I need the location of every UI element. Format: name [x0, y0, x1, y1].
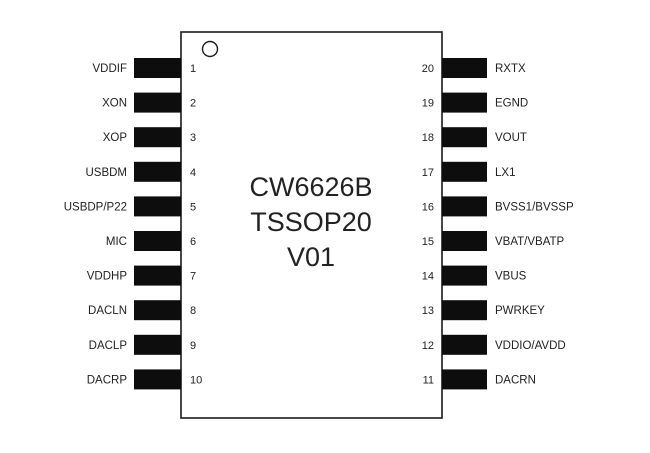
pin-label-16: BVSS1/BVSSP	[495, 201, 574, 213]
pin-lead-2	[134, 92, 181, 113]
pin-number-11: 11	[423, 374, 434, 386]
pin-label-13: PWRKEY	[495, 305, 545, 317]
chip-package: TSSOP20	[250, 207, 372, 237]
pin-lead-10	[134, 369, 181, 390]
pin1-marker-circle	[201, 40, 219, 58]
pin-lead-20	[442, 58, 487, 78]
pin-label-7: VDDHP	[87, 271, 128, 283]
pin-lead-6	[134, 231, 181, 251]
pin-label-17: LX1	[495, 167, 515, 179]
pin-lead-15	[442, 231, 487, 251]
pin-label-11: DACRN	[495, 374, 536, 386]
pin-lead-14	[442, 265, 487, 286]
pin-lead-13	[442, 300, 487, 321]
pin-lead-8	[134, 300, 181, 321]
pin-lead-19	[442, 92, 487, 113]
pin-lead-7	[134, 265, 181, 286]
pin-number-10: 10	[190, 374, 202, 386]
chip-version: V01	[287, 242, 335, 272]
pin-number-16: 16	[422, 201, 434, 213]
pin-label-8: DACLN	[88, 305, 127, 317]
pin-label-15: VBAT/VBATP	[495, 236, 565, 248]
pin-lead-3	[134, 127, 181, 148]
pin-number-14: 14	[422, 271, 434, 283]
pin-number-19: 19	[422, 98, 434, 110]
pin-number-13: 13	[422, 305, 434, 317]
pin-label-14: VBUS	[495, 271, 527, 283]
chip-body	[180, 31, 443, 419]
pin-lead-5	[134, 196, 181, 217]
pin-number-12: 12	[422, 340, 434, 352]
pin-label-20: RXTX	[495, 63, 526, 75]
pin-lead-12	[442, 334, 487, 355]
pin-label-12: VDDIO/AVDD	[495, 340, 566, 352]
pin-lead-16	[442, 196, 487, 217]
pin-label-1: VDDIF	[93, 63, 128, 75]
pin-number-9: 9	[190, 340, 196, 352]
pin-number-20: 20	[422, 63, 434, 75]
pin-label-4: USBDM	[85, 167, 127, 179]
pin-number-17: 17	[422, 167, 434, 179]
pin-number-7: 7	[190, 271, 196, 283]
pin-number-3: 3	[190, 132, 196, 144]
pin-number-8: 8	[190, 305, 196, 317]
pin-label-18: VOUT	[495, 132, 527, 144]
pin-label-2: XON	[102, 98, 127, 110]
pin-lead-4	[134, 161, 181, 182]
pin-lead-1	[134, 58, 181, 78]
pin-label-5: USBDP/P22	[64, 201, 127, 213]
pin-lead-9	[134, 334, 181, 355]
chip-part-number: CW6626B	[249, 172, 372, 202]
pin-number-1: 1	[190, 63, 196, 75]
pin-label-10: DACRP	[87, 374, 128, 386]
pin-lead-11	[442, 369, 487, 390]
pin-number-18: 18	[422, 132, 434, 144]
pin-lead-18	[442, 127, 487, 148]
pin-number-6: 6	[190, 236, 196, 248]
pin-label-9: DACLP	[89, 340, 128, 352]
pin-number-4: 4	[190, 167, 196, 179]
pin-label-6: MIC	[106, 236, 127, 248]
pin-lead-17	[442, 161, 487, 182]
pin-label-3: XOP	[103, 132, 128, 144]
pin-number-2: 2	[190, 98, 196, 110]
pin-label-19: EGND	[495, 98, 528, 110]
pin-number-5: 5	[190, 201, 196, 213]
pin-number-15: 15	[422, 236, 434, 248]
